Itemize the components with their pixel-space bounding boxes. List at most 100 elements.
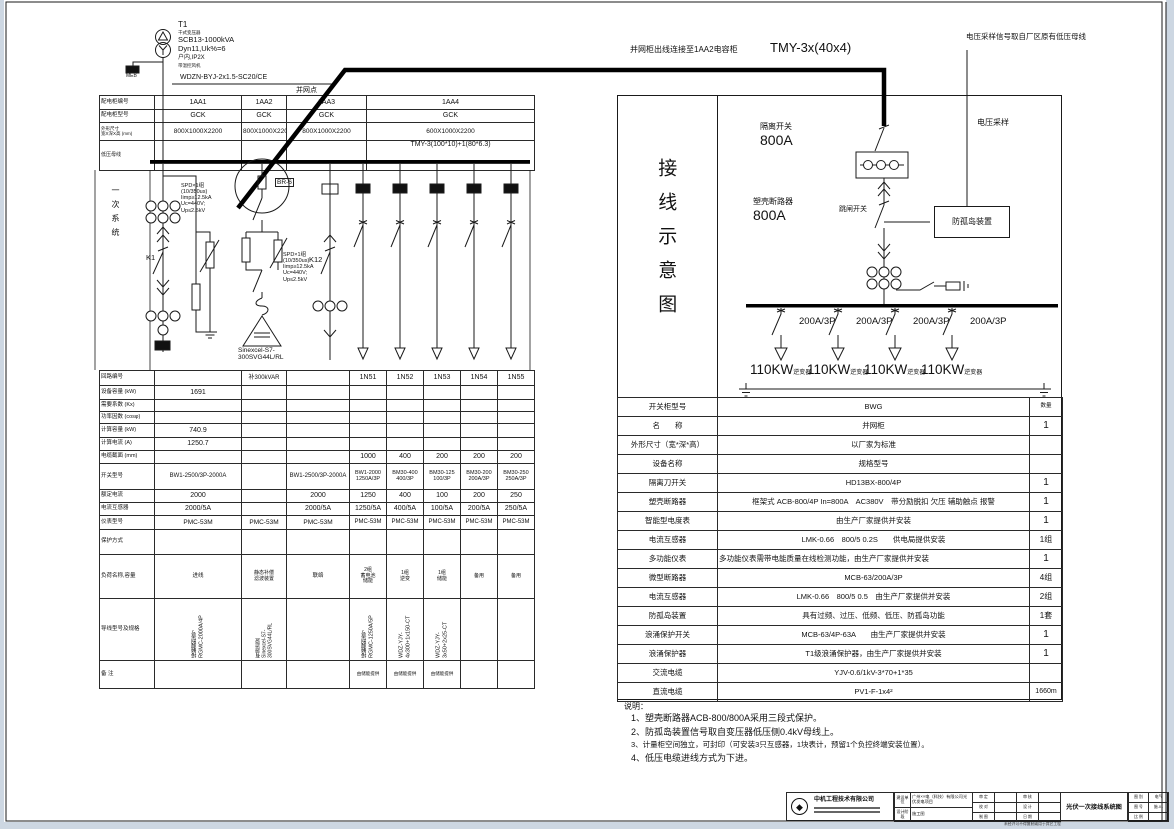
table-cell: 400/5A (386, 502, 424, 516)
table-cell (241, 423, 287, 438)
table-cell (423, 437, 461, 451)
table-cell: 200 (460, 450, 498, 464)
table-cell: 1 (1029, 416, 1063, 436)
table-cell: PMC-53M (497, 515, 535, 530)
table-cell: 1 (1029, 625, 1063, 645)
table-cell: PMC-53M (423, 515, 461, 530)
table-cell (994, 802, 1017, 813)
table-cell: BM30-250 250A/3P (497, 463, 535, 490)
table-cell: 多功能仪表 (617, 549, 718, 569)
table-cell (1029, 663, 1063, 683)
table-cell (286, 423, 350, 438)
table-cell: 设备容量 (kW) (99, 385, 155, 400)
table-cell: 塑壳断路器 (617, 492, 718, 512)
table-cell (286, 140, 367, 171)
table-cell: 名 称 (617, 416, 718, 436)
table-cell: 100/5A (423, 502, 461, 516)
grid-connection-point-label: 并网点 (296, 87, 317, 94)
table-cell (154, 399, 242, 412)
table-cell: BWG (717, 397, 1030, 417)
table-cell: 建设单位 (894, 792, 911, 808)
table-cell: 功率因数 (cosφ) (99, 411, 155, 424)
voltage-sampling-note: 电压采样信号取自厂区原有低压母线 (966, 32, 1086, 41)
table-cell: 1N51 (349, 370, 387, 386)
table-cell: 400 (386, 450, 424, 464)
table-cell (241, 450, 287, 464)
table-cell (241, 463, 287, 490)
table-cell (1038, 812, 1061, 822)
table-cell: 1250 (349, 489, 387, 503)
drawing-title: 光伏一次接线系统图 (1066, 804, 1122, 811)
table-cell: 多功能仪表需带电能质量在线检测功能，由生产厂家提供并安装 (717, 549, 1030, 569)
k1-switch-label: K1 (146, 253, 156, 262)
table-cell: 制 图 (972, 812, 995, 822)
table-cell: 接触器型号 RGMC-2000A/4P (154, 598, 242, 661)
table-cell: 1组 储能 (423, 554, 461, 599)
inverter-label-2: 110KW逆变器 (807, 362, 869, 377)
table-cell (286, 660, 350, 689)
table-cell (349, 423, 387, 438)
note-line-2: 2、防孤岛装置信号取自变压器低压侧0.4kV母线上。 (631, 727, 840, 737)
table-cell (423, 399, 461, 412)
table-cell: 具有过频、过压、低频、低压、防孤岛功能 (717, 606, 1030, 626)
table-cell: 由储能提供 (349, 660, 387, 689)
table-cell: 1套 (1029, 606, 1063, 626)
table-cell (154, 140, 242, 171)
table-cell (241, 385, 287, 400)
table-cell (1148, 812, 1169, 822)
feeder-breaker-rating-3: 200A/3P (913, 316, 950, 327)
table-cell: BM30-200 200A/3P (460, 463, 498, 490)
table-cell: 1AA4 (366, 95, 535, 110)
table-cell: 电流互感器 (617, 530, 718, 550)
table-cell: 联络 (286, 554, 350, 599)
title-block-company-cell: ◆ 中机工程技术有限公司 (786, 792, 894, 821)
table-cell: T1级浪涌保护器，由生产厂家提供并安装 (717, 644, 1030, 664)
table-cell: 智能型电度表 (617, 511, 718, 531)
table-cell: GCK (366, 109, 535, 123)
spd-text-1: SPD×1组 (10/350us) Iimp≥12.5kA Uc=440V; U… (181, 183, 212, 214)
table-cell: 740.9 (154, 423, 242, 438)
company-logo-icon: ◆ (791, 798, 808, 815)
table-cell (460, 529, 498, 555)
table-cell: BW1-2500/3P-2000A (154, 463, 242, 490)
table-cell: 设备名称 (617, 454, 718, 474)
table-cell: 1N54 (460, 370, 498, 386)
table-cell: 进线 (154, 554, 242, 599)
table-cell: 防孤岛装置 (617, 606, 718, 626)
table-cell: GCK (241, 109, 287, 123)
table-cell: 图 号 (1128, 802, 1149, 813)
notes-title: 说明： (624, 702, 648, 711)
table-cell: 200 (497, 450, 535, 464)
table-cell: MCB-63/200A/3P (717, 568, 1030, 588)
table-cell (460, 399, 498, 412)
table-cell: 1 (1029, 473, 1063, 493)
feeder-breaker-rating-2: 200A/3P (856, 316, 893, 327)
table-cell (154, 411, 242, 424)
table-cell: 1 (1029, 511, 1063, 531)
table-cell: 接触器型号 RGMC-1250A/5P (349, 598, 387, 661)
breaker-rating: 800A (753, 207, 786, 223)
note-line-3: 3、计量柜空间独立，可封印（可安装3只互感器，1块表计，预留1个负控终端安装位置… (631, 740, 929, 749)
table-cell: 600X1000X2200 (366, 122, 535, 141)
table-cell (349, 529, 387, 555)
diagram-title-divider (717, 95, 718, 397)
table-cell: 800X1000X2200 (154, 122, 242, 141)
table-cell: 审 核 (1016, 792, 1039, 803)
table-cell: YJV-0.6/1kV-3*70+1*35 (717, 663, 1030, 683)
table-cell: 并网柜 (717, 416, 1030, 436)
inverter-label-3: 110KW逆变器 (864, 362, 926, 377)
table-cell (423, 411, 461, 424)
table-cell: 2组 蓄电池 储能 (349, 554, 387, 599)
table-cell: 由储能提供 (423, 660, 461, 689)
table-cell: 1 (1029, 492, 1063, 512)
table-cell: 微型断路器 (617, 568, 718, 588)
table-cell: 保护方式 (99, 529, 155, 555)
table-cell (286, 529, 350, 555)
table-cell (1029, 454, 1063, 474)
table-cell (349, 399, 387, 412)
table-cell: 4组 (1029, 568, 1063, 588)
company-subtext-bar (814, 811, 880, 813)
table-cell: 直流电缆 (617, 682, 718, 702)
